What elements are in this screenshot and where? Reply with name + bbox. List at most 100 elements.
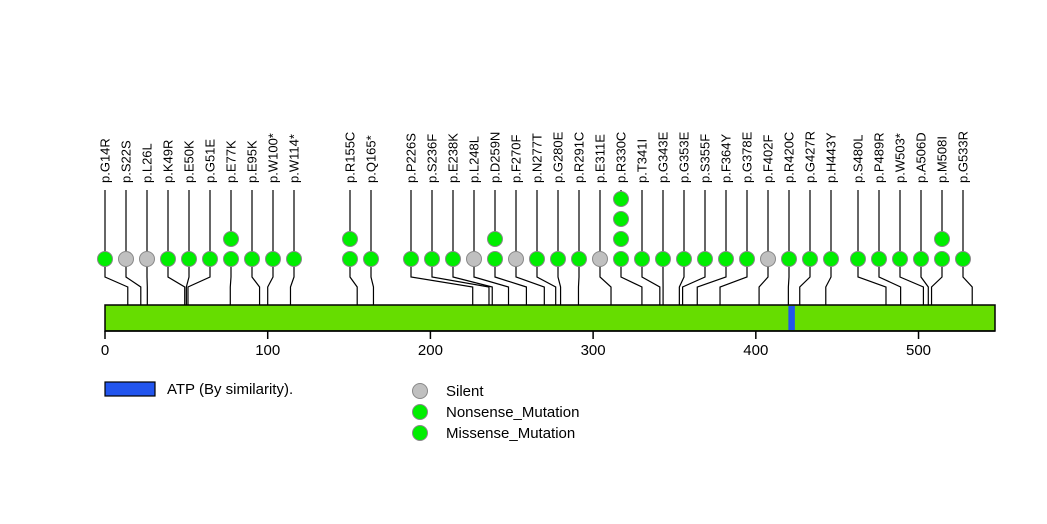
lollipop-head[interactable] (739, 251, 755, 267)
mutation-connector-line (799, 266, 811, 305)
lollipop-head[interactable] (223, 231, 239, 247)
lollipop-head[interactable] (97, 251, 113, 267)
mutation-connector-line (719, 266, 748, 305)
lollipop-head[interactable] (202, 251, 218, 267)
axis-tick-label: 300 (581, 342, 606, 359)
lollipop-head[interactable] (613, 191, 629, 207)
lollipop-head[interactable] (265, 251, 281, 267)
lollipop-head[interactable] (487, 231, 503, 247)
lollipop-head[interactable] (403, 251, 419, 267)
mutation-connector-line (899, 266, 925, 305)
mutation-connector-line (452, 266, 493, 305)
mutation-connector-line (696, 266, 727, 305)
lollipop-head[interactable] (913, 251, 929, 267)
lollipop-head[interactable] (487, 251, 503, 267)
legend-swatch-missense-mutation (412, 425, 428, 441)
mutation-connector-line (349, 266, 358, 305)
mutation-label: p.E77K (224, 140, 239, 183)
lollipop-head[interactable] (529, 251, 545, 267)
lollipop-head[interactable] (223, 251, 239, 267)
lollipop-head[interactable] (871, 251, 887, 267)
mutation-connector-line (678, 266, 685, 305)
lollipop-head[interactable] (634, 251, 650, 267)
lollipop-head[interactable] (802, 251, 818, 267)
protein-backbone-bar (104, 304, 996, 332)
lollipop-head[interactable] (934, 231, 950, 247)
lollipop-head[interactable] (892, 251, 908, 267)
mutation-label: p.G14R (98, 138, 113, 183)
lollipop-head[interactable] (613, 211, 629, 227)
lollipop-head[interactable] (244, 251, 260, 267)
mutation-label: p.H443Y (824, 132, 839, 183)
lollipop-head[interactable] (181, 251, 197, 267)
mutation-label: p.G533R (956, 131, 971, 183)
mutation-connector-line (599, 266, 612, 305)
mutation-connector-line (536, 266, 557, 305)
lollipop-head[interactable] (466, 251, 482, 267)
lollipop-head[interactable] (508, 251, 524, 267)
mutation-connector-line (825, 266, 832, 305)
mutation-connector-line (370, 266, 375, 305)
mutation-label: p.R330C (614, 132, 629, 183)
lollipop-head[interactable] (342, 231, 358, 247)
lollipop-head[interactable] (760, 251, 776, 267)
legend-label-nonsense-mutation: Nonsense_Mutation (446, 404, 579, 421)
mutation-connector-line (857, 266, 887, 305)
lollipop-head[interactable] (445, 251, 461, 267)
lollipop-head[interactable] (655, 251, 671, 267)
mutation-label: p.R420C (782, 132, 797, 183)
lollipop-head[interactable] (286, 251, 302, 267)
lollipop-head[interactable] (613, 251, 629, 267)
lollipop-head[interactable] (718, 251, 734, 267)
mutation-label: p.R291C (572, 132, 587, 183)
lollipop-head[interactable] (781, 251, 797, 267)
lollipop-head[interactable] (850, 251, 866, 267)
lollipop-head[interactable] (955, 251, 971, 267)
mutation-connector-line (431, 266, 490, 305)
mutation-connector-line (962, 266, 973, 305)
mutation-label: p.F364Y (719, 134, 734, 183)
protein-backbone-group (104, 304, 996, 332)
mutation-connector-line (878, 266, 902, 305)
mutation-label: p.L26L (140, 143, 155, 183)
lollipop-head[interactable] (571, 251, 587, 267)
mutation-label: p.F402F (761, 135, 776, 183)
lollipop-head[interactable] (823, 251, 839, 267)
lollipop-head[interactable] (139, 251, 155, 267)
mutation-label: p.A506D (914, 132, 929, 183)
mutation-connector-line (187, 266, 211, 305)
mutation-connector-line (229, 266, 232, 305)
lollipop-head[interactable] (160, 251, 176, 267)
mutation-label: p.D259N (488, 132, 503, 183)
lollipop-head[interactable] (613, 231, 629, 247)
connector-lines-group (104, 266, 973, 305)
mutation-connector-line (557, 266, 562, 305)
lollipop-head[interactable] (592, 251, 608, 267)
lollipop-head[interactable] (676, 251, 692, 267)
mutation-label: p.T341I (635, 139, 650, 183)
mutation-label: p.S22S (119, 140, 134, 183)
lollipop-heads-group (97, 191, 971, 267)
mutation-connector-line (930, 266, 943, 305)
mutation-connector-line (410, 266, 474, 305)
lollipop-head[interactable] (363, 251, 379, 267)
legend-label-atp: ATP (By similarity). (167, 381, 293, 398)
lollipop-head[interactable] (697, 251, 713, 267)
legend-label-silent: Silent (446, 383, 484, 400)
mutation-connector-line (920, 266, 929, 305)
lollipop-head[interactable] (424, 251, 440, 267)
lollipop-head[interactable] (550, 251, 566, 267)
mutation-label: p.M508I (935, 136, 950, 183)
mutation-connector-line (185, 266, 190, 305)
lollipop-head[interactable] (118, 251, 134, 267)
mutation-connector-line (251, 266, 261, 305)
mutation-connector-line (167, 266, 186, 305)
lollipop-head[interactable] (934, 251, 950, 267)
axis-tick-label: 400 (743, 342, 768, 359)
lollipop-head[interactable] (342, 251, 358, 267)
mutation-label: p.S236F (425, 134, 440, 183)
mutation-label: p.S355F (698, 134, 713, 183)
